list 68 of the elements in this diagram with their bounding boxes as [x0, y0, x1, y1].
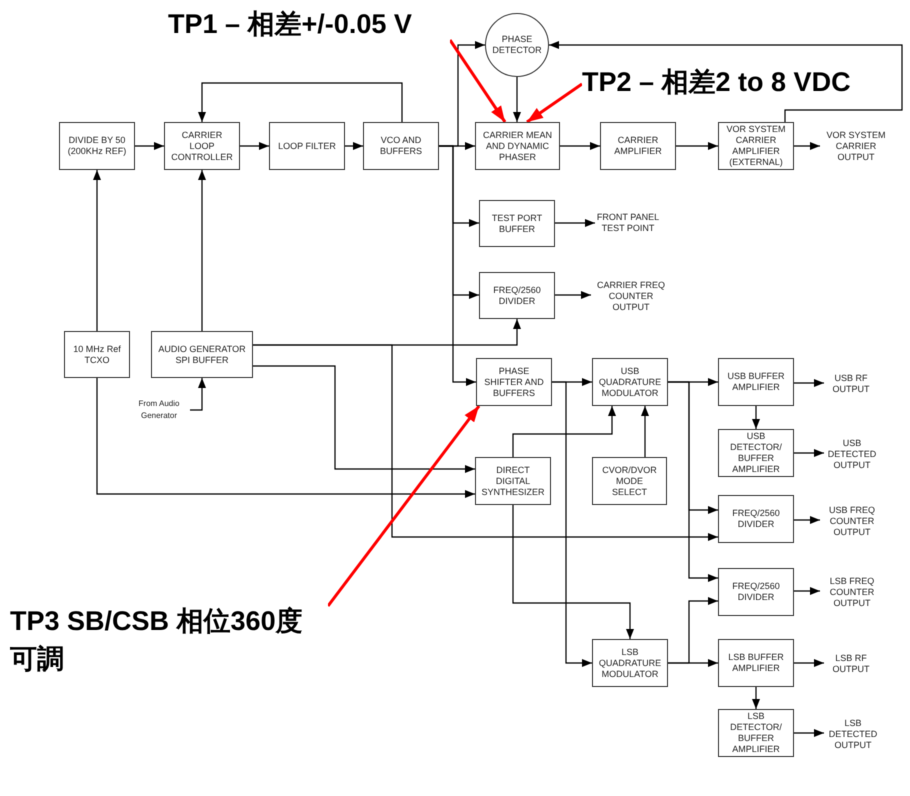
block-box: PHASE SHIFTER AND BUFFERS — [476, 358, 552, 406]
block-box: LSB BUFFER AMPLIFIER — [718, 639, 794, 687]
arrow — [676, 142, 718, 150]
output-label: LSB RF OUTPUT — [824, 651, 878, 677]
output-label: FRONT PANEL TEST POINT — [595, 203, 661, 243]
block-box: DIVIDE BY 50 (200KHz REF) — [59, 122, 135, 170]
block-box: LSB QUADRATURE MODULATOR — [592, 639, 668, 687]
arrow — [135, 142, 164, 150]
arrow — [190, 378, 206, 411]
arrow — [794, 587, 820, 595]
arrow — [555, 291, 591, 299]
arrow — [439, 145, 476, 386]
arrow — [794, 516, 820, 524]
arrow — [752, 406, 760, 429]
arrow — [198, 170, 206, 331]
arrow — [752, 687, 760, 709]
block-box: TEST PORT BUFFER — [479, 200, 555, 247]
block-box: CARRIER AMPLIFIER — [600, 122, 676, 170]
block-box: FREQ/2560 DIVIDER — [718, 568, 794, 616]
arrow — [93, 170, 101, 331]
output-label: VOR SYSTEM CARRIER OUTPUT — [820, 126, 892, 166]
block-box: VOR SYSTEM CARRIER AMPLIFIER (EXTERNAL) — [718, 122, 794, 170]
arrow — [240, 142, 269, 150]
arrow — [560, 142, 600, 150]
block-box: FREQ/2560 DIVIDER — [479, 272, 555, 319]
block-box: CARRIER LOOP CONTROLLER — [164, 122, 240, 170]
arrow — [253, 365, 475, 473]
arrow — [794, 142, 820, 150]
block-box: USB BUFFER AMPLIFIER — [718, 358, 794, 406]
block-box: 10 MHz Ref TCXO — [64, 331, 130, 378]
block-box: FREQ/2560 DIVIDER — [718, 495, 794, 543]
input-label: From Audio Generator — [128, 396, 190, 424]
block-box: LSB DETECTOR/ BUFFER AMPLIFIER — [718, 709, 794, 757]
output-label: CARRIER FREQ COUNTER OUTPUT — [591, 276, 671, 316]
arrow — [794, 449, 824, 457]
block-box: AUDIO GENERATOR SPI BUFFER — [151, 331, 253, 378]
output-label: USB DETECTED OUTPUT — [824, 434, 880, 474]
block-box: VCO AND BUFFERS — [363, 122, 439, 170]
arrow — [198, 82, 403, 122]
block-box: USB QUADRATURE MODULATOR — [592, 358, 668, 406]
arrow — [512, 505, 634, 639]
pointer-arrow — [448, 39, 506, 123]
arrow — [513, 77, 521, 122]
arrow — [345, 142, 363, 150]
arrow — [794, 729, 824, 737]
detector-circle: PHASE DETECTOR — [485, 13, 549, 77]
arrow — [253, 344, 718, 541]
output-label: LSB DETECTED OUTPUT — [824, 714, 882, 754]
arrow — [555, 219, 595, 227]
arrow — [549, 41, 903, 122]
block-box: DIRECT DIGITAL SYNTHESIZER — [475, 457, 551, 505]
pointer-arrow — [326, 405, 480, 607]
arrow — [552, 381, 592, 667]
pointer-arrow — [526, 82, 583, 124]
arrow — [512, 406, 616, 457]
arrow — [794, 659, 824, 667]
block-box: CARRIER MEAN AND DYNAMIC PHASER — [475, 122, 560, 170]
arrow — [641, 406, 649, 457]
output-label: LSB FREQ COUNTER OUTPUT — [820, 572, 884, 612]
arrow — [96, 378, 475, 498]
arrow — [668, 659, 718, 667]
block-box: CVOR/DVOR MODE SELECT — [592, 457, 667, 505]
block-box: LOOP FILTER — [269, 122, 345, 170]
arrow — [794, 379, 824, 387]
block-box: USB DETECTOR/ BUFFER AMPLIFIER — [718, 429, 794, 477]
output-label: USB RF OUTPUT — [824, 371, 878, 397]
output-label: USB FREQ COUNTER OUTPUT — [820, 501, 884, 541]
arrow — [668, 381, 718, 582]
